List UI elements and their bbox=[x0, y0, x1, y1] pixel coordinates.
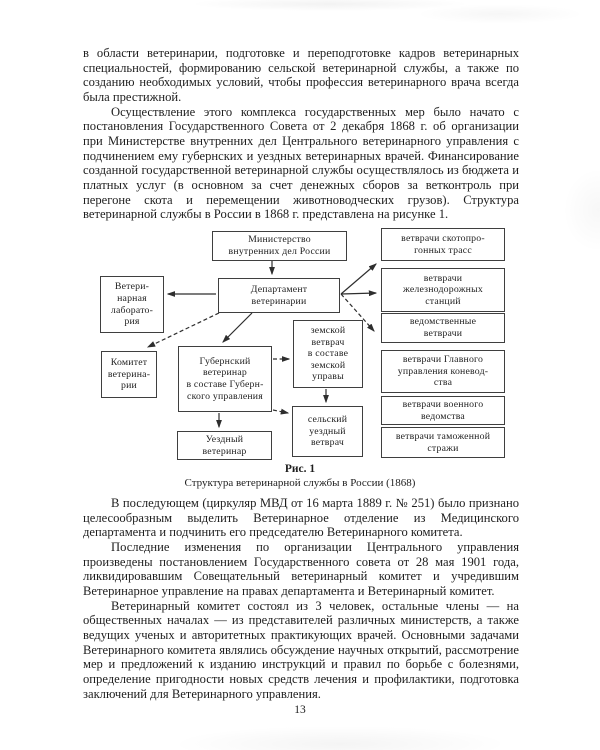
flowchart-node-military-vets: ветврачи военного ведомства bbox=[381, 396, 505, 425]
flowchart-node-zemsky-vet: земской ветврач в составе земской управы bbox=[293, 320, 363, 388]
figure-caption-label: Рис. 1 bbox=[284, 463, 316, 475]
figure-caption: Рис. 1 Структура ветеринарной службы в Р… bbox=[0, 463, 600, 490]
flowchart-node-ministry: Министерство внутренних дел России bbox=[212, 231, 347, 261]
figure-caption-title: Структура ветеринарной службы в России (… bbox=[184, 477, 416, 489]
flowchart-node-department: Департамент ветеринарии bbox=[218, 278, 340, 313]
flowchart-node-departmental-vets: ведомственные ветврачи bbox=[381, 313, 505, 343]
body-paragraph: Осуществление этого комплекса государств… bbox=[83, 104, 519, 222]
flowchart-node-committee: Комитет ветерина- рии bbox=[101, 351, 157, 398]
body-paragraph: В последующем (циркуляр МВД от 16 марта … bbox=[83, 496, 519, 540]
body-paragraph: Последние изменения по организации Центр… bbox=[83, 539, 519, 598]
flowchart-node-uezdny-vet: Уездный ветеринар bbox=[177, 431, 272, 460]
flowchart-edge-department-r2 bbox=[340, 290, 378, 297]
flowchart-edge-gubernsky-selsky bbox=[272, 408, 290, 415]
flowchart-node-veterinary-lab: Ветери- нарная лаборато- рия bbox=[100, 276, 164, 333]
flowchart-node-selsky-vet: сельский уездный ветврач bbox=[292, 406, 363, 457]
flowchart-node-horse-breeding-vets: ветврачи Главного управления коневод- ст… bbox=[381, 350, 505, 393]
page-number: 13 bbox=[294, 704, 306, 716]
flowchart-edges bbox=[146, 261, 378, 429]
body-paragraph: Ветеринарный комитет состоял из 3 челове… bbox=[83, 598, 519, 701]
flowchart-edge-department-r1 bbox=[340, 263, 377, 295]
flowchart-edge-department-gubernsky bbox=[222, 312, 253, 343]
flowchart-edge-department-r3 bbox=[340, 293, 375, 332]
body-text-lower: В последующем (циркуляр МВД от 16 марта … bbox=[83, 496, 519, 701]
flowchart-node-cattle-route-vets: ветврачи скотопро- гонных трасс bbox=[381, 228, 505, 261]
flowchart-node-customs-vets: ветврачи таможенной стражи bbox=[381, 427, 505, 458]
flowchart-node-railway-vets: ветврачи железнодорожных станций bbox=[381, 268, 505, 312]
body-text-upper: в области ветеринарии, подготовке и пере… bbox=[83, 46, 519, 222]
figure-1-flowchart: Министерство внутренних дел России Депар… bbox=[0, 225, 600, 493]
body-paragraph: в области ветеринарии, подготовке и пере… bbox=[83, 46, 519, 104]
flowchart-node-gubernsky-vet: Губернский ветеринар в составе Губерн- с… bbox=[178, 346, 272, 412]
